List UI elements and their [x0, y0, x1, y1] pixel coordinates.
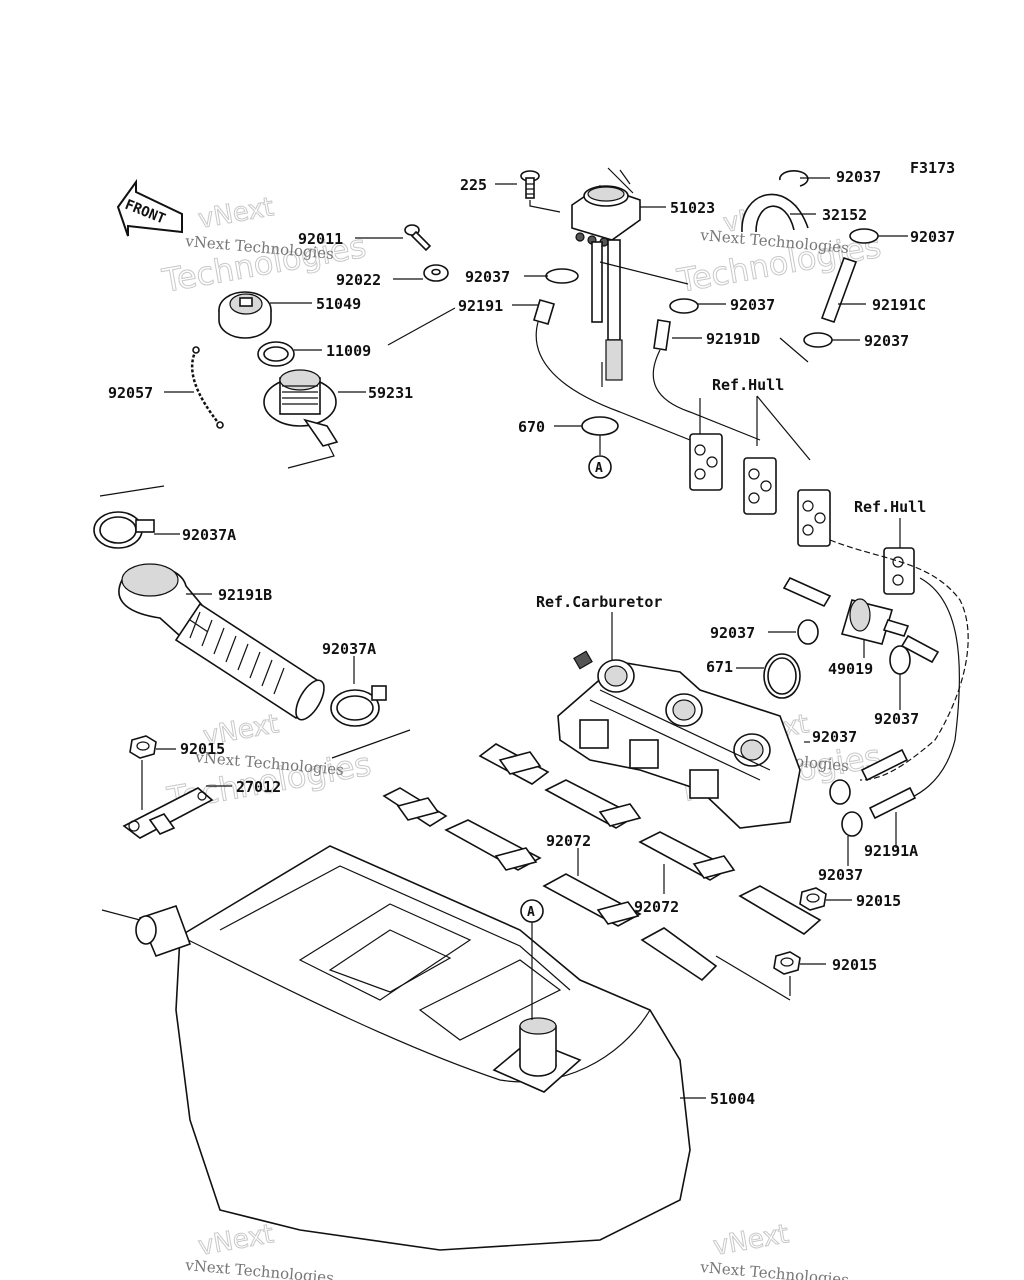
hull-clip [797, 489, 831, 547]
hose-32152 [741, 193, 816, 233]
svg-text:A: A [527, 905, 535, 920]
label-92191D: 92191D [706, 330, 760, 348]
label-59231: 59231 [368, 384, 413, 402]
leader-ref-hull-1 [699, 395, 811, 461]
leader-line [99, 485, 165, 497]
hose-route [879, 577, 961, 809]
label-92037-h: 92037 [812, 728, 857, 746]
filler-neck-59231 [263, 369, 366, 469]
label-92011: 92011 [298, 230, 343, 248]
watermark-small: vNext Technologies [184, 1256, 335, 1280]
cord-92057 [164, 346, 224, 429]
label-51004: 51004 [710, 1090, 755, 1108]
label-92191C: 92191C [872, 296, 926, 314]
hose-92191A [860, 748, 917, 848]
label-27012: 27012 [236, 778, 281, 796]
watermark-line1: vNext [196, 192, 276, 235]
hull-clip [743, 457, 777, 515]
front-arrow-icon: FRONT [116, 178, 183, 237]
label-92022: 92022 [336, 271, 381, 289]
nut-92015-right-1 [799, 887, 852, 911]
hull-clip [883, 547, 915, 595]
label-51049: 51049 [316, 295, 361, 313]
hose-92191D [652, 319, 761, 441]
carburetor [557, 650, 801, 829]
label-92191B: 92191B [218, 586, 272, 604]
clamp-92037A-1 [93, 511, 180, 549]
bracket-27012 [122, 785, 232, 839]
callout-a-top: A [588, 455, 612, 479]
label-92037-mid: 92037 [465, 268, 510, 286]
hose-92191B [118, 563, 325, 721]
fuel-cap-51049 [218, 291, 312, 339]
label-92037-r2: 92037 [864, 332, 909, 350]
label-ref-hull-2: Ref.Hull [854, 498, 926, 516]
label-92191A: 92191A [864, 842, 918, 860]
label-92191: 92191 [458, 297, 503, 315]
label-92015-r1: 92015 [856, 892, 901, 910]
clamp-92037-r2 [779, 332, 860, 363]
label-92037-top: 92037 [836, 168, 881, 186]
clamp-92037-f [768, 619, 819, 645]
label-92037-i: 92037 [818, 866, 863, 884]
clamp-92037-top [779, 170, 830, 187]
label-51023: 51023 [670, 199, 715, 217]
watermark-small: vNext Technologies [699, 1258, 850, 1280]
label-92015-r2: 92015 [832, 956, 877, 974]
label-92072-2: 92072 [634, 898, 679, 916]
leader-line [331, 729, 411, 759]
screw-225 [520, 170, 561, 213]
gasket-11009 [257, 341, 322, 367]
nut-92015-left [129, 735, 176, 810]
hose-92191 [512, 299, 701, 445]
fuel-tank-51004 [101, 845, 706, 1251]
label-92037-r1: 92037 [910, 228, 955, 246]
figure-code: F3173 [910, 159, 955, 177]
label-92037-f: 92037 [710, 624, 755, 642]
hull-clip [689, 433, 723, 491]
label-11009: 11009 [326, 342, 371, 360]
label-92037A-1: 92037A [182, 526, 236, 544]
label-670: 670 [518, 418, 545, 436]
label-49019: 49019 [828, 660, 873, 678]
strap-92072-lower [382, 787, 718, 982]
clamp-92037A-2 [330, 656, 387, 727]
label-225: 225 [460, 176, 487, 194]
nut-92015-right-2 [715, 951, 826, 1001]
o-ring-670 [554, 416, 619, 455]
o-ring-671 [736, 653, 801, 699]
label-ref-carb: Ref.Carburetor [536, 593, 662, 611]
label-92037-c: 92037 [730, 296, 775, 314]
clamp-92037-i [829, 779, 863, 866]
clamp-92037-mid [524, 268, 579, 284]
label-92037-g: 92037 [874, 710, 919, 728]
leader-line [387, 307, 456, 346]
label-ref-hull-1: Ref.Hull [712, 376, 784, 394]
svg-text:A: A [595, 461, 603, 476]
hose-92191C [820, 256, 866, 324]
washer-92022 [393, 264, 449, 282]
screw-92011 [355, 224, 432, 252]
hose-route [829, 539, 969, 781]
watermark-line1: vNext [711, 1219, 791, 1262]
label-92037A-2: 92037A [322, 640, 376, 658]
clamp-92037-r1 [849, 228, 908, 244]
label-92072-1: 92072 [546, 832, 591, 850]
label-32152: 32152 [822, 206, 867, 224]
fuel-filter-49019 [782, 576, 940, 664]
label-92015-l: 92015 [180, 740, 225, 758]
strap-92072-upper [478, 743, 822, 935]
callout-a-bottom: A [520, 899, 544, 923]
clamp-92037-c [599, 261, 726, 314]
watermark-line1: vNext [196, 1219, 276, 1262]
label-671: 671 [706, 658, 733, 676]
fuel-valve-51023 [571, 167, 641, 387]
clamp-92037-g [889, 645, 911, 710]
label-92057: 92057 [108, 384, 153, 402]
